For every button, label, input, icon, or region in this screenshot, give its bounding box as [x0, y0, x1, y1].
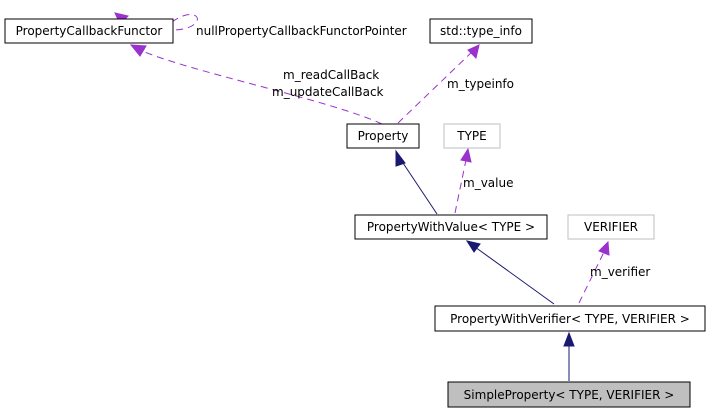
edge-callbacks — [129, 44, 383, 125]
edge-label-verifier: m_verifier — [590, 265, 650, 279]
edge-label-typeinfo: m_typeinfo — [447, 77, 514, 91]
node-property[interactable]: Property — [346, 123, 420, 149]
edge-inherit-property — [395, 149, 438, 215]
node-label: TYPE — [456, 129, 486, 143]
node-label: PropertyCallbackFunctor — [16, 24, 163, 38]
edge-label-value: m_value — [463, 176, 513, 190]
node-label: PropertyWithVerifier< TYPE, VERIFIER > — [450, 312, 690, 326]
node-simple-property[interactable]: SimpleProperty< TYPE, VERIFIER > — [447, 381, 691, 408]
node-label: Property — [358, 129, 409, 143]
node-type[interactable]: TYPE — [443, 123, 501, 149]
node-type-info[interactable]: std::type_info — [429, 18, 533, 44]
node-label: VERIFIER — [584, 220, 638, 234]
node-property-with-verifier[interactable]: PropertyWithVerifier< TYPE, VERIFIER > — [434, 305, 706, 332]
node-label: PropertyWithValue< TYPE > — [367, 220, 535, 234]
edge-typeinfo — [397, 44, 480, 124]
edge-inherit-property-with-value — [465, 240, 555, 305]
edge-inherit-property-with-verifier — [563, 331, 575, 381]
edge-label-read-callback: m_readCallBack — [283, 68, 379, 82]
edge-verifier — [578, 240, 610, 304]
node-label: std::type_info — [440, 24, 522, 38]
node-label: SimpleProperty< TYPE, VERIFIER > — [464, 388, 675, 402]
node-property-with-value[interactable]: PropertyWithValue< TYPE > — [354, 214, 548, 240]
node-property-callback-functor[interactable]: PropertyCallbackFunctor — [4, 18, 174, 44]
node-verifier[interactable]: VERIFIER — [567, 214, 655, 240]
edge-label-update-callback: m_updateCallBack — [272, 85, 384, 99]
edge-value — [454, 147, 472, 214]
edge-label-null-pointer: nullPropertyCallbackFunctorPointer — [196, 24, 407, 38]
